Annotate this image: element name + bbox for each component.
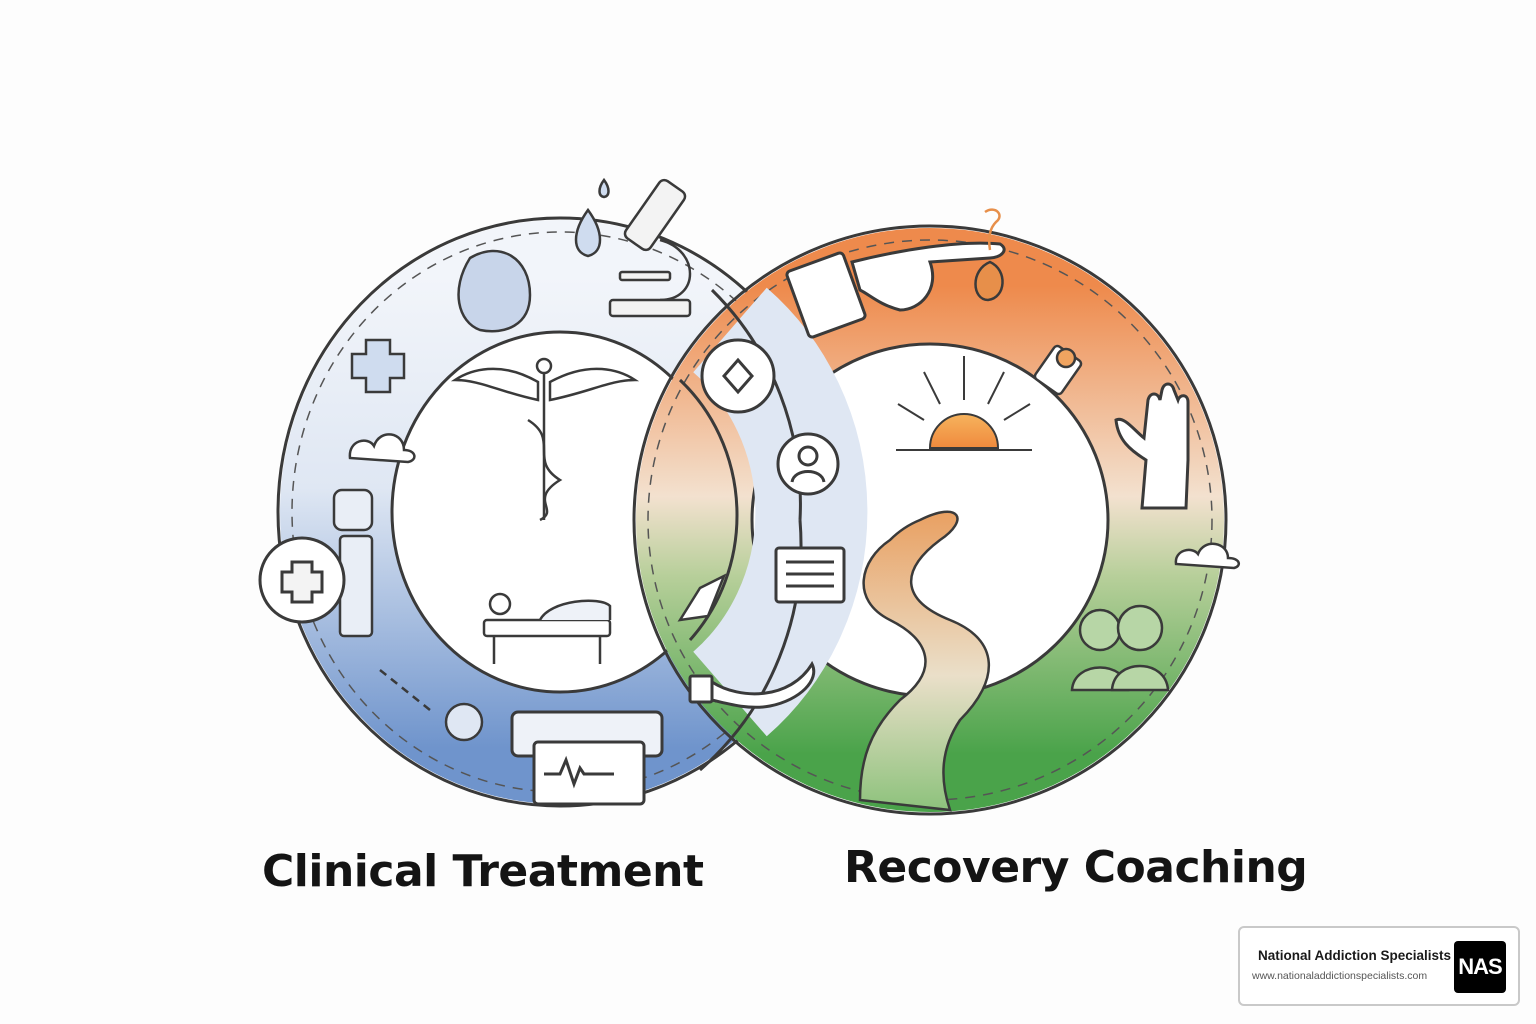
recovery-coaching-label: Recovery Coaching [844,842,1308,893]
sunrise-icon [896,356,1032,451]
cloud-icon [348,433,416,464]
medical-badge-icon [258,536,346,624]
group-people-icon [1070,604,1170,692]
brand-logo: NAS [1454,941,1506,993]
brand-card: National Addiction Specialists www.natio… [1238,926,1520,1006]
cloud-icon [1174,542,1241,570]
flashlight-icon [1033,344,1083,396]
open-palm-icon [688,660,816,709]
open-book-icon [774,546,846,604]
seed-icon [974,208,1004,302]
winding-path-icon [858,510,991,812]
pointing-hand-icon [677,573,727,622]
caduceus-icon [450,357,640,522]
face-mask-icon [457,249,532,333]
brand-url: www.nationaladdictionspecialists.com [1252,970,1428,982]
water-drop-icon [574,177,610,258]
sneeze-icon [379,669,484,742]
hospital-bed-icon [482,592,612,664]
brand-name: National Addiction Specialists [1258,948,1452,963]
heart-monitor-icon [510,710,664,806]
helping-hand-icon [785,241,1006,339]
medical-cross-icon [350,338,406,394]
raised-hand-icon [1114,382,1190,510]
microscope-icon [608,178,692,318]
iv-bag-icon [332,488,374,638]
clinical-treatment-label: Clinical Treatment [262,846,704,897]
person-badge-icon [776,432,840,496]
compass-badge-icon [700,338,776,414]
